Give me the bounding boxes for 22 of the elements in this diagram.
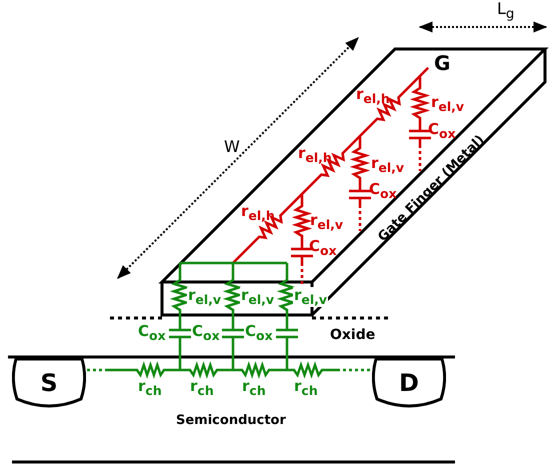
dimension-label: W (224, 138, 240, 156)
resistor-label: r$_{el,v}$ (310, 212, 344, 232)
capacitor-label: C$_{ox}$ (192, 323, 220, 343)
terminal-label: S (40, 369, 58, 397)
resistor-label: r$_{ch}$ (294, 378, 318, 398)
capacitor-label: C$_{ox}$ (245, 323, 273, 343)
terminal-label: G (434, 52, 450, 74)
resistor-label: r$_{el,h}$ (356, 86, 390, 106)
dimension-label: L$_{g}$ (497, 0, 514, 23)
resistor-label: r$_{ch}$ (138, 378, 162, 398)
region-label: Semiconductor (176, 414, 286, 428)
terminal-label: D (399, 369, 419, 397)
resistor-label: r$_{el,v}$ (187, 287, 222, 307)
resistor-label: r$_{ch}$ (190, 378, 214, 398)
capacitor-label: C$_{ox}$ (138, 323, 166, 343)
capacitor-label: C$_{ox}$ (369, 181, 397, 201)
resistor-label: r$_{el,v}$ (371, 155, 404, 175)
region-label: Oxide (330, 328, 376, 344)
resistor-label: r$_{el,v}$ (431, 94, 464, 114)
resistor-label: r$_{el,v}$ (240, 287, 276, 307)
resistor-label: r$_{ch}$ (242, 378, 266, 398)
resistor-label: r$_{el,v}$ (293, 287, 328, 307)
